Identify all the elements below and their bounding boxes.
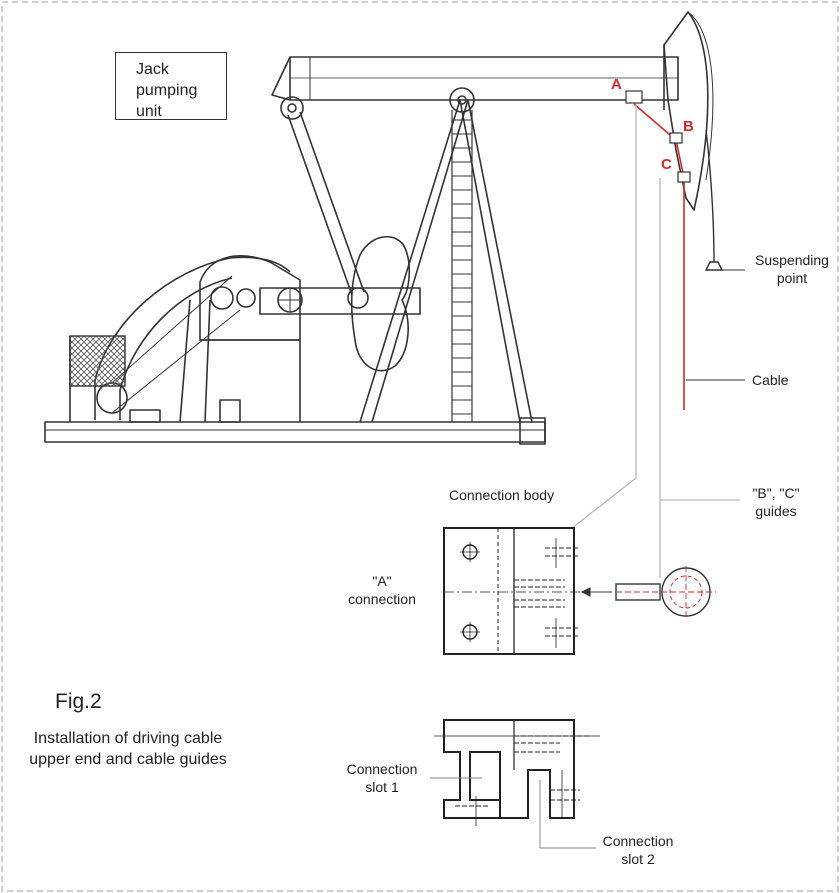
cable-label: Cable: [752, 372, 789, 388]
a-connection-line-2: connection: [348, 591, 416, 607]
leader-lines: [571, 105, 740, 578]
guide-eye-drawing: [615, 566, 716, 618]
label-b: B: [683, 118, 694, 135]
suspending-line-2: point: [776, 270, 808, 286]
figure-number: Fig.2: [55, 690, 102, 713]
slot2-line-2: slot 2: [621, 851, 655, 867]
suspending-point-label: Suspending point: [746, 251, 838, 287]
title-line-1: Jack: [136, 61, 169, 78]
suspending-line-1: Suspending: [755, 252, 829, 268]
a-connection-label: "A" connection: [332, 572, 432, 608]
slot2-line-1: Connection: [602, 833, 674, 849]
suspending-line: [704, 129, 724, 271]
title-line-2: pumping: [136, 82, 198, 99]
slot1-line-2: slot 1: [365, 779, 399, 795]
label-c: C: [661, 156, 672, 173]
label-a: A: [611, 76, 622, 93]
guide-b-marker: [669, 132, 683, 144]
pumping-unit-drawing: [44, 11, 714, 445]
slot-leaders: [430, 777, 596, 849]
guides-label: "B", "C" guides: [736, 484, 816, 520]
guides-line-1: "B", "C": [752, 485, 800, 501]
title-box: Jack pumping unit: [115, 52, 227, 120]
slot1-label: Connection slot 1: [334, 760, 430, 796]
caption-line-2: upper end and cable guides: [29, 751, 227, 768]
caption-line-1: Installation of driving cable: [33, 730, 223, 747]
connection-slot-drawing: [434, 719, 600, 826]
insertion-arrow: [580, 587, 612, 597]
title-line-3: unit: [136, 103, 162, 120]
a-connection-line-1: "A": [372, 573, 392, 589]
connection-body-label: Connection body: [449, 487, 555, 503]
connection-body-drawing: [443, 527, 590, 655]
connection-a-marker: [625, 90, 643, 104]
guides-line-2: guides: [755, 503, 797, 519]
slot1-line-1: Connection: [346, 761, 418, 777]
guide-c-marker: [677, 171, 691, 183]
guard-mesh: [69, 335, 126, 422]
figure-caption: Installation of driving cable upper end …: [8, 728, 248, 770]
slot2-label: Connection slot 2: [590, 832, 686, 868]
title-text: Jack pumping unit: [136, 59, 197, 122]
